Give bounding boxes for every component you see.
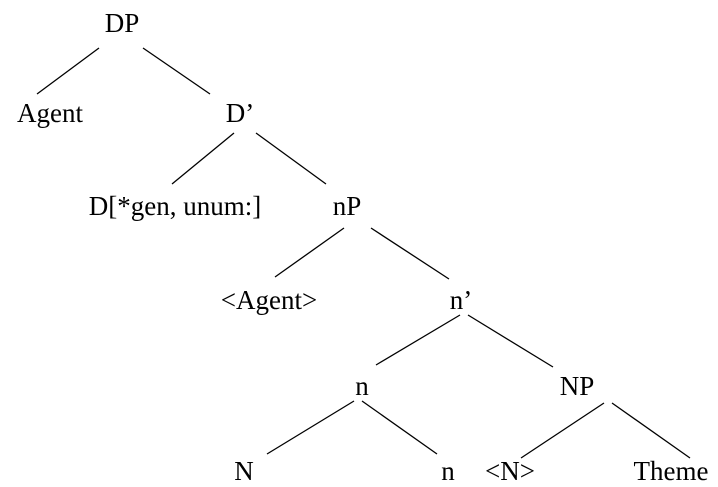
node-n-low: n	[441, 456, 455, 486]
edge-dp-to-agent	[36, 47, 100, 95]
edge-np-small-to-agent-trace	[274, 227, 345, 278]
edge-np-small-to-n-bar	[370, 227, 450, 280]
node-agent: Agent	[17, 98, 83, 128]
node-np: NP	[559, 371, 595, 401]
edge-n-head-to-n-noun	[266, 400, 355, 455]
edge-np-to-theme	[611, 402, 691, 459]
edge-d-bar-to-d-head	[171, 132, 235, 185]
edge-np-to-n-trace	[520, 402, 605, 459]
node-n-head: n	[355, 371, 369, 401]
node-np-small: nP	[332, 191, 362, 221]
edge-n-head-to-n-low	[361, 400, 438, 455]
node-n-noun: N	[234, 456, 254, 486]
edge-d-bar-to-np-small	[255, 132, 327, 185]
node-theme: Theme	[633, 456, 709, 486]
node-dp: DP	[104, 8, 140, 38]
edge-n-bar-to-np	[467, 314, 554, 368]
node-d-bar: D’	[225, 98, 255, 128]
node-n-bar: n’	[449, 285, 473, 315]
node-agent-trace: <Agent>	[220, 285, 318, 315]
edge-n-bar-to-n-head	[375, 314, 461, 366]
node-d-head: D[*gen, unum:]	[88, 191, 262, 221]
edge-dp-to-d-bar	[142, 47, 211, 95]
node-n-trace: <N>	[485, 456, 535, 486]
